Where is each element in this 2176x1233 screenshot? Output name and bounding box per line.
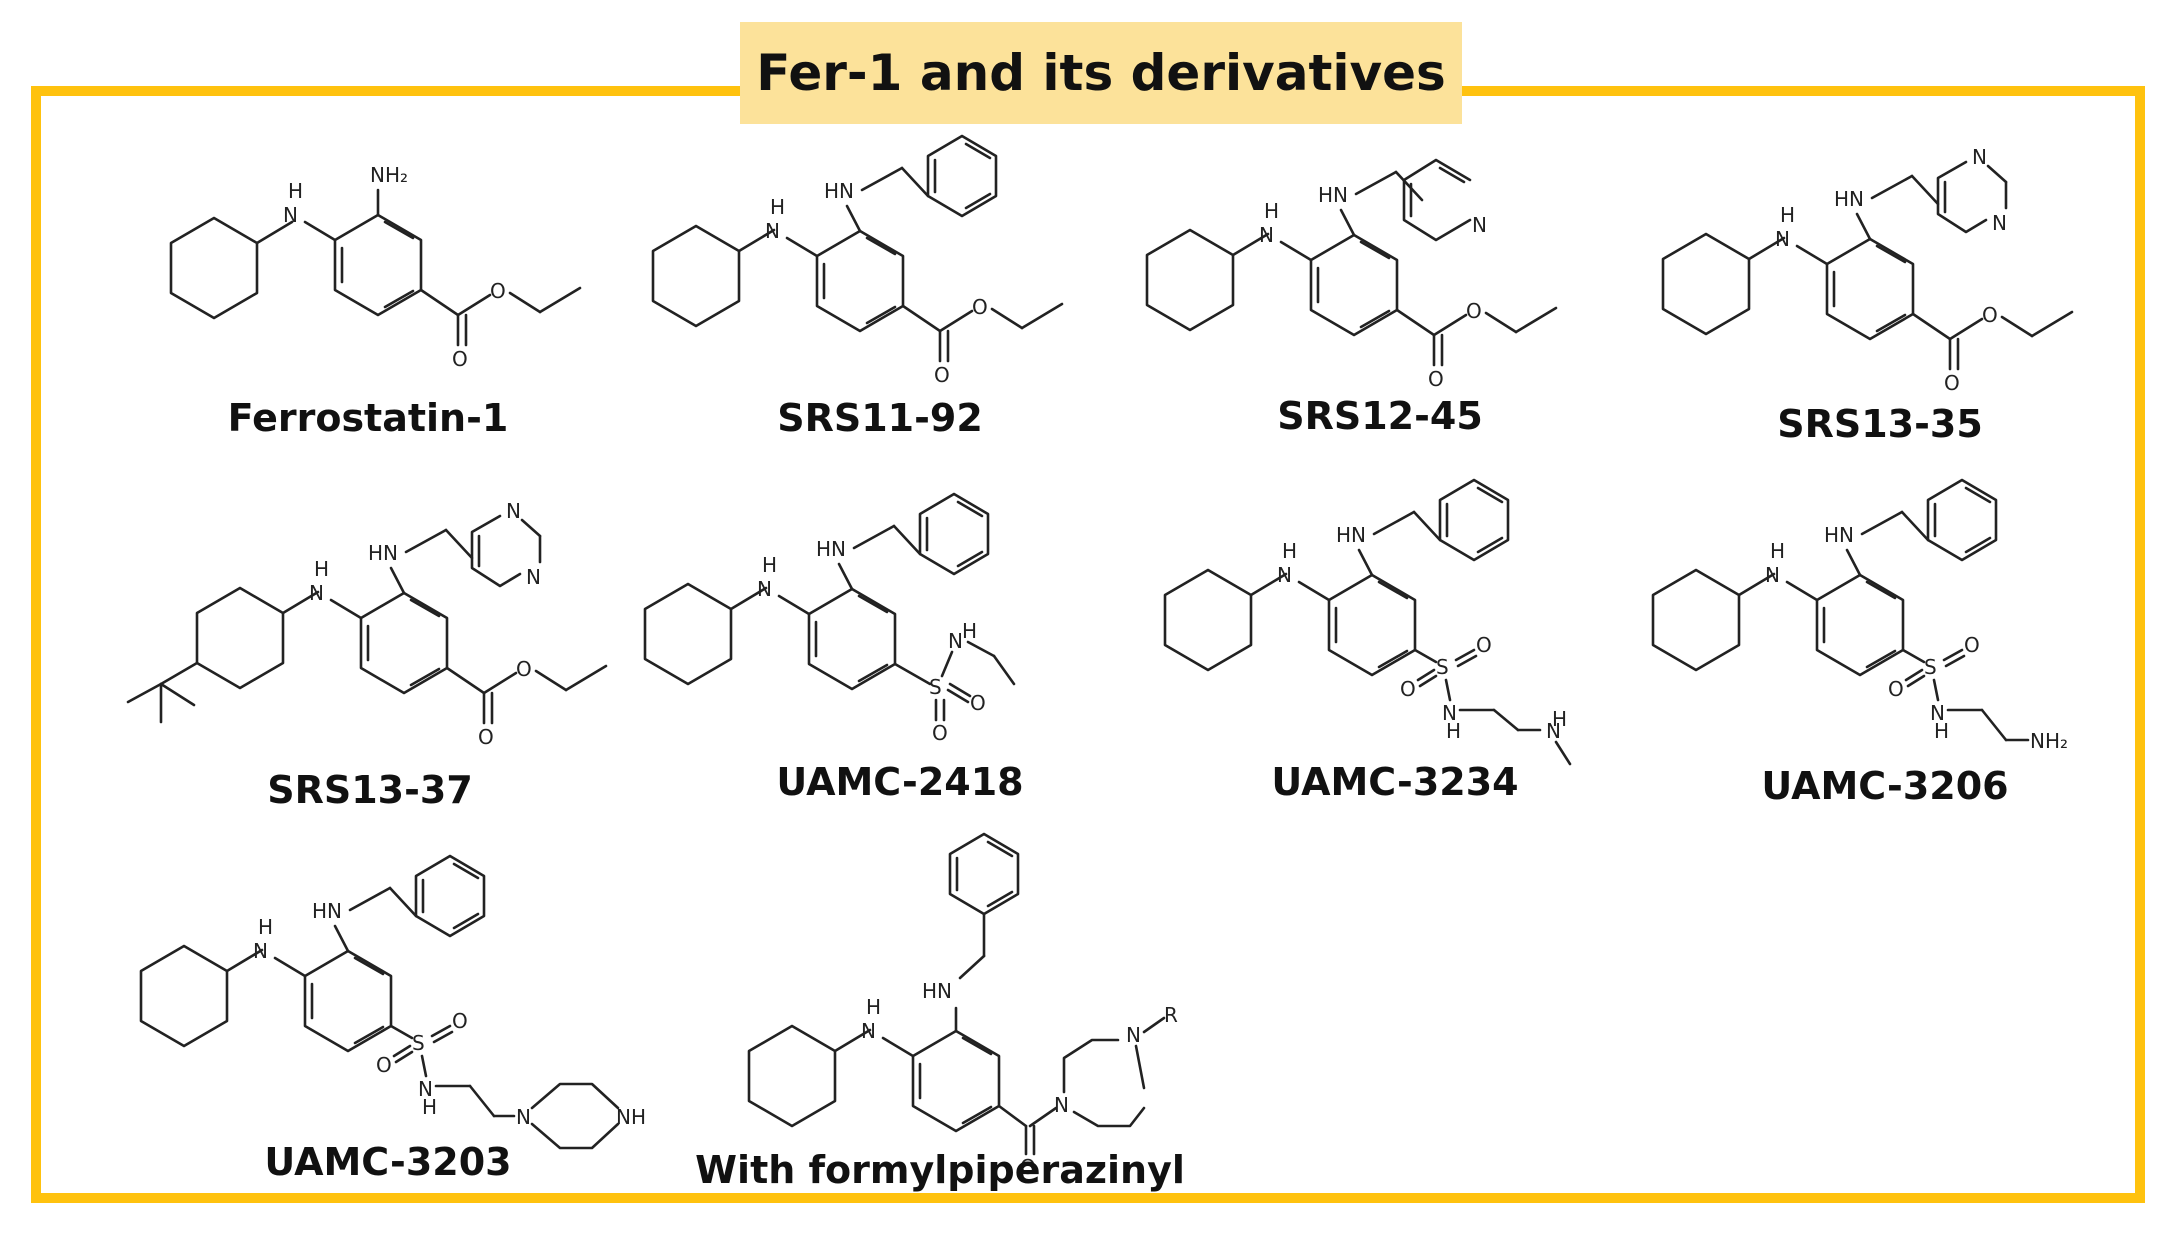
atom-label: H xyxy=(314,557,329,581)
atom-label: O xyxy=(1944,371,1960,395)
atom-label: H xyxy=(1934,719,1949,743)
atom-label: NH₂ xyxy=(370,163,408,187)
atom-label: HN xyxy=(824,179,854,203)
atom-label: H xyxy=(1282,539,1297,563)
atom-label: N xyxy=(861,1019,876,1043)
compound-label: Ferrostatin-1 xyxy=(227,396,509,440)
atom-label: H xyxy=(1552,707,1567,731)
atom-label: N xyxy=(1972,145,1987,169)
atom-label: HN xyxy=(368,541,398,565)
atom-label: O xyxy=(1476,633,1492,657)
atom-label: H xyxy=(1770,539,1785,563)
atom-label: S xyxy=(929,675,942,699)
atom-label: HN xyxy=(1318,183,1348,207)
compound-label: SRS13-35 xyxy=(1777,402,1983,446)
compound-label: SRS11-92 xyxy=(777,396,983,440)
atom-label: N xyxy=(1054,1093,1069,1117)
atom-label: O xyxy=(452,1009,468,1033)
compound-label: With formylpiperazinyl xyxy=(695,1148,1185,1192)
atom-label: NH xyxy=(616,1105,646,1129)
atom-label: H xyxy=(770,195,785,219)
atom-label: H xyxy=(1780,203,1795,227)
atom-label: N xyxy=(765,219,780,243)
atom-label: R xyxy=(1164,1003,1178,1027)
atom-label: O xyxy=(1888,677,1904,701)
atom-label: N xyxy=(1472,213,1487,237)
title-banner: Fer-1 and its derivatives xyxy=(740,22,1462,124)
atom-label: H xyxy=(258,915,273,939)
atom-label: O xyxy=(1964,633,1980,657)
atom-label: S xyxy=(1436,655,1449,679)
atom-label: O xyxy=(1428,367,1444,391)
atom-label: N xyxy=(418,1077,433,1101)
atom-label: N xyxy=(506,499,521,523)
atom-label: O xyxy=(934,363,950,387)
atom-label: N xyxy=(283,203,298,227)
atom-label: O xyxy=(1400,677,1416,701)
atom-label: S xyxy=(1924,655,1937,679)
atom-label: H xyxy=(866,995,881,1019)
compound-label: UAMC-3203 xyxy=(264,1140,512,1184)
atom-label: H xyxy=(762,553,777,577)
atom-label: S xyxy=(412,1031,425,1055)
atom-label: H xyxy=(1264,199,1279,223)
figure-title: Fer-1 and its derivatives xyxy=(756,44,1446,102)
atom-label: O xyxy=(932,721,948,745)
atom-label: O xyxy=(972,295,988,319)
atom-label: H xyxy=(422,1095,437,1119)
atom-label: O xyxy=(1982,303,1998,327)
atom-label: N xyxy=(1442,701,1457,725)
atom-label: HN xyxy=(1834,187,1864,211)
atom-label: NH₂ xyxy=(2030,729,2068,753)
atom-label: O xyxy=(1020,1155,1036,1179)
atom-label: N xyxy=(1126,1023,1141,1047)
atom-label: O xyxy=(452,347,468,371)
atom-label: H xyxy=(288,179,303,203)
atom-label: N xyxy=(1775,227,1790,251)
atom-label: HN xyxy=(312,899,342,923)
atom-label: N xyxy=(1992,211,2007,235)
atom-label: O xyxy=(490,279,506,303)
atom-label: HN xyxy=(1824,523,1854,547)
compound-label: UAMC-2418 xyxy=(776,760,1024,804)
atom-label: N xyxy=(1765,563,1780,587)
atom-label: N xyxy=(757,577,772,601)
atom-label: O xyxy=(376,1053,392,1077)
atom-label: N xyxy=(1930,701,1945,725)
compound-label: UAMC-3234 xyxy=(1271,760,1519,804)
compound-label: SRS13-37 xyxy=(267,768,473,812)
atom-label: O xyxy=(516,657,532,681)
atom-label: O xyxy=(1466,299,1482,323)
atom-label: N xyxy=(516,1105,531,1129)
atom-label: HN xyxy=(922,979,952,1003)
atom-label: N xyxy=(1259,223,1274,247)
atom-label: HN xyxy=(816,537,846,561)
atom-label: N xyxy=(1546,719,1561,743)
atom-label: N xyxy=(309,581,324,605)
atom-label: H xyxy=(962,619,977,643)
atom-label: H xyxy=(1446,719,1461,743)
atom-label: N xyxy=(526,565,541,589)
atom-label: N xyxy=(253,939,268,963)
atom-label: O xyxy=(478,725,494,749)
atom-label: HN xyxy=(1336,523,1366,547)
compound-label: SRS12-45 xyxy=(1277,394,1483,438)
atom-label: O xyxy=(970,691,986,715)
atom-label: N xyxy=(1277,563,1292,587)
atom-label: N xyxy=(948,629,963,653)
compound-label: UAMC-3206 xyxy=(1761,764,2009,808)
